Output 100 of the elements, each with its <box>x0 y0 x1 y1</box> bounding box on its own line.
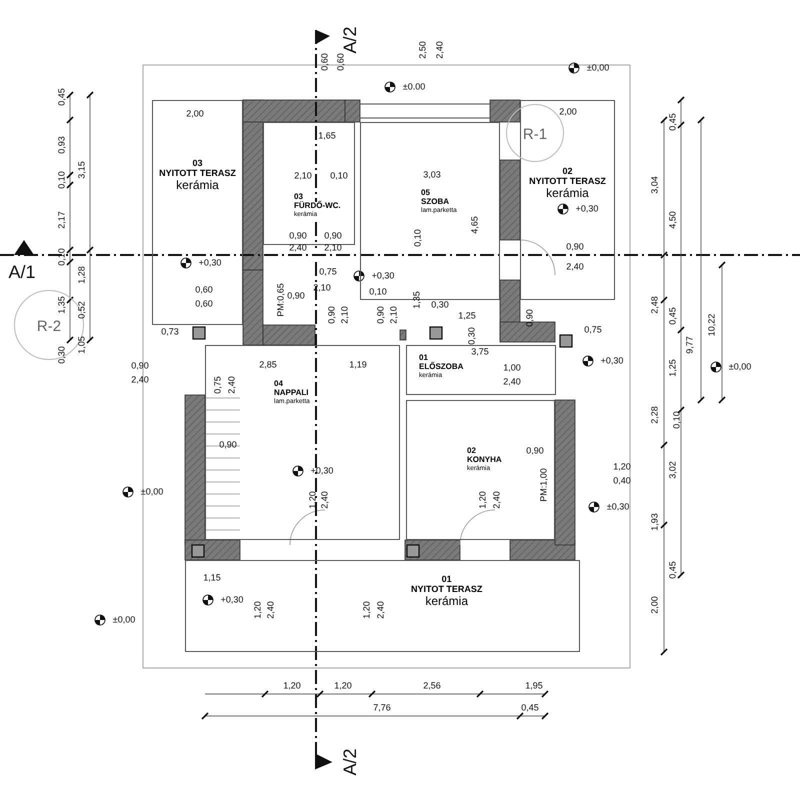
dimension-text: 0,90 <box>324 232 342 240</box>
dimension-text: 2,48 <box>650 296 660 314</box>
dimension-text: 2,40 <box>266 601 276 619</box>
dimension-text: 0,60 <box>195 286 213 294</box>
section-label: A/1 <box>8 263 36 281</box>
dimension-text: 1,20 <box>254 601 262 619</box>
dimension-text: 2,40 <box>320 491 330 509</box>
dimension-text: 0,60 <box>336 53 346 71</box>
dimension-text: 0,45 <box>668 113 678 131</box>
dimension-text: 0,90 <box>376 306 386 324</box>
dimension-text: 0,40 <box>613 476 631 486</box>
floor-material: kerámia <box>546 186 589 200</box>
dimension-text: 1,05 <box>78 336 86 354</box>
dimension-text: 2,00 <box>650 596 660 614</box>
dimension-text: 2,40 <box>503 378 521 386</box>
dimension-text: 1,20 <box>362 601 372 619</box>
dimension-text: PM:0,65 <box>276 283 286 317</box>
dimension-text: 0,90 <box>289 232 307 240</box>
level-text: ±0,00 <box>586 64 610 72</box>
room-name: FÜRDŐ-WC. <box>294 202 341 211</box>
room-number: 03 <box>294 193 303 202</box>
level-text: +0,30 <box>220 596 244 604</box>
dimension-text: 1,20 <box>478 491 488 509</box>
dimension-text: 0,10 <box>369 288 387 296</box>
dimension-text: 4,50 <box>668 211 678 229</box>
dimension-text: 2,00 <box>186 110 204 118</box>
dimension-text: 4,65 <box>470 216 480 234</box>
room-area <box>185 560 580 652</box>
dimension-text: 2,40 <box>492 491 502 509</box>
dimension-text: 10,22 <box>708 314 716 336</box>
dimension-text: 2,17 <box>58 211 66 229</box>
dimension-text: 1,35 <box>58 296 66 314</box>
dimension-text: 1,20 <box>334 682 352 690</box>
section-label: A/2 <box>341 26 359 54</box>
level-text: +0,30 <box>198 258 222 268</box>
dimension-text: 0,45 <box>521 704 539 712</box>
room-area <box>520 100 615 300</box>
dimension-text: 7,76 <box>373 704 391 712</box>
room-name: NYITOTT TERASZ <box>529 176 606 187</box>
section-label: A/2 <box>341 748 359 776</box>
room-area <box>406 400 555 540</box>
dimension-text: 0,90 <box>219 440 237 450</box>
level-text: ±0,00 <box>140 488 164 496</box>
dimension-text: 1,65 <box>318 132 336 140</box>
dimension-text: 2,28 <box>650 406 660 424</box>
room-area <box>205 345 400 540</box>
dimension-text: 0,10 <box>414 229 422 247</box>
dimension-text: 2,56 <box>423 682 441 690</box>
dimension-text: 1,20 <box>613 462 631 472</box>
dimension-text: 1,15 <box>203 574 221 582</box>
level-text: ±0,00 <box>728 362 752 372</box>
dimension-text: 2,10 <box>294 172 312 180</box>
dimension-text: 1,25 <box>668 359 678 377</box>
room-number: 01 <box>442 575 452 585</box>
level-text: +0,30 <box>576 204 598 214</box>
dimension-text: 2,85 <box>259 360 277 370</box>
level-text: ±0,30 <box>606 502 630 512</box>
dimension-text: 2,40 <box>566 262 584 272</box>
dimension-text: 0,60 <box>195 300 213 308</box>
dimension-text: 0,90 <box>526 446 544 456</box>
dimension-text: 0,90 <box>526 309 534 327</box>
room-area <box>263 122 355 245</box>
dimension-text: 1,20 <box>283 682 301 690</box>
reference-label: R-1 <box>522 127 548 144</box>
dimension-text: 1,35 <box>412 291 422 309</box>
dimension-text: 2,40 <box>289 244 307 252</box>
floor-material: kerámia <box>176 178 219 192</box>
dimension-text: 0,60 <box>320 53 330 71</box>
room-name: NYITOTT TERASZ <box>159 168 236 179</box>
room-number: 04 <box>274 380 283 389</box>
room-name: NYITOT TERASZ <box>411 584 482 595</box>
room-name: SZOBA <box>421 198 449 207</box>
level-text: +0,30 <box>310 466 334 476</box>
level-text: +0,30 <box>372 272 394 280</box>
level-text: ±0,00 <box>112 616 136 624</box>
dimension-text: 0,90 <box>566 242 584 252</box>
dimension-text: 0,45 <box>58 88 66 106</box>
dimension-text: 0,90 <box>287 292 305 300</box>
room-name: NAPPALI <box>274 388 309 398</box>
dimension-text: 2,40 <box>376 601 386 619</box>
dimension-text: 2,10 <box>390 306 398 324</box>
dimension-text: 3,75 <box>471 348 489 356</box>
room-number: 01 <box>419 354 428 363</box>
dimension-text: 0,90 <box>131 362 149 370</box>
dimension-text: 0,75 <box>214 376 222 394</box>
room-number: 03 <box>192 159 202 169</box>
room-number: 02 <box>467 447 476 456</box>
dimension-text: PM:1,00 <box>540 468 548 502</box>
dimension-text: 0,10 <box>672 411 682 429</box>
dimension-text: 9,77 <box>686 336 694 354</box>
level-text: +0,30 <box>600 356 624 366</box>
dimension-text: 3,15 <box>78 161 86 179</box>
room-area <box>152 100 243 325</box>
dimension-text: 2,10 <box>340 306 350 324</box>
dimension-text: 0,93 <box>58 136 66 154</box>
dimension-text: 0,75 <box>584 326 602 334</box>
room-number: 05 <box>421 189 430 198</box>
dimension-text: 1,25 <box>458 312 476 320</box>
dimension-text: 0,10 <box>58 171 66 189</box>
dimension-text: 2,00 <box>559 108 577 116</box>
